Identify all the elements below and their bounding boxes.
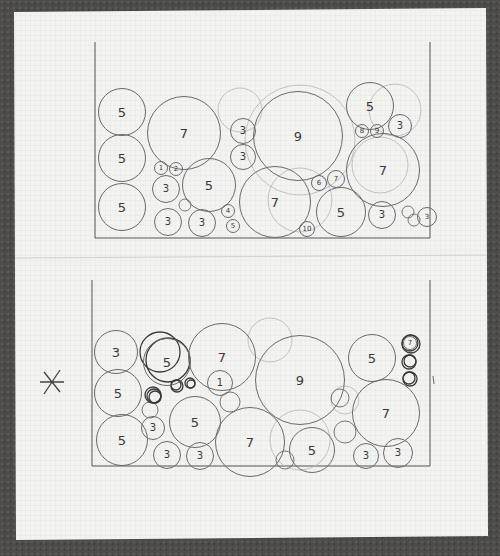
size-circle: 3 (186, 442, 214, 470)
size-circle: 8 (355, 124, 369, 138)
size-number: 3 (112, 346, 120, 359)
size-circle: 2 (169, 162, 183, 176)
size-number: 9 (294, 130, 302, 143)
size-circle: 5 (316, 187, 366, 237)
size-circle: 3 (368, 201, 396, 229)
size-number: 3 (397, 121, 403, 131)
size-circle: 5 (98, 88, 146, 136)
size-circle: 5 (96, 414, 148, 466)
size-number: 7 (379, 164, 387, 177)
size-number: 2 (174, 166, 178, 173)
size-circle: 1 (207, 370, 233, 396)
size-number: 8 (360, 128, 364, 135)
size-circle: 5 (346, 82, 394, 130)
size-circle: 5 (94, 369, 142, 417)
size-circle: 7 (239, 166, 311, 238)
size-circle: 5 (98, 183, 146, 231)
size-circle: 3 (152, 175, 180, 203)
size-number: 7 (218, 351, 226, 364)
size-number: 3 (363, 451, 369, 461)
size-circle: 5 (226, 219, 240, 233)
size-circle: 7 (352, 379, 420, 447)
size-number: 7 (382, 407, 390, 420)
size-number: 3 (165, 217, 171, 227)
size-circle: 3 (141, 416, 165, 440)
size-number: 3 (395, 448, 401, 458)
size-circle: 3 (153, 441, 181, 469)
size-number: 5 (118, 152, 126, 165)
size-circle: 7 (403, 336, 417, 350)
size-number: 5 (366, 100, 374, 113)
size-number: 3 (379, 210, 385, 220)
size-circle: 3 (388, 114, 412, 138)
size-number: 5 (118, 201, 126, 214)
size-number: 3 (425, 214, 429, 221)
size-circle: 5 (289, 427, 335, 473)
size-number: 4 (226, 208, 230, 215)
size-circle: 3 (383, 438, 413, 468)
size-circle: 3 (417, 207, 437, 227)
size-circle: 3 (94, 330, 138, 374)
size-number: 5 (337, 206, 345, 219)
size-number: 3 (150, 423, 156, 433)
size-circle: 9 (255, 335, 345, 425)
size-circle: 4 (221, 204, 235, 218)
size-circle: 3 (154, 208, 182, 236)
size-number: 3 (199, 218, 205, 228)
size-number: 7 (271, 196, 279, 209)
size-circle: 3 (188, 209, 216, 237)
size-number: 5 (118, 106, 126, 119)
size-circle: 7 (346, 133, 420, 207)
size-number: 5 (205, 179, 213, 192)
size-number: 1 (217, 378, 223, 388)
size-circle: 7 (327, 170, 345, 188)
size-number: 3 (240, 152, 246, 162)
size-circle: 3 (353, 443, 379, 469)
size-circle: 5 (143, 338, 191, 386)
size-circle: 10 (299, 221, 315, 237)
size-number: 7 (334, 176, 338, 183)
size-number: 5 (308, 444, 316, 457)
size-number: 5 (191, 416, 199, 429)
size-circle: 3 (230, 118, 256, 144)
size-circle: 5 (98, 134, 146, 182)
size-circle: 5 (169, 396, 221, 448)
size-number: 3 (164, 450, 170, 460)
size-number: 6 (317, 180, 321, 187)
size-number: 10 (303, 226, 312, 233)
size-number: 7 (180, 127, 188, 140)
size-circle: 6 (311, 175, 327, 191)
size-number: 3 (240, 126, 246, 136)
size-circle: 1 (154, 161, 168, 175)
size-number: 7 (246, 436, 254, 449)
size-circle: 7 (215, 407, 285, 477)
size-number: 5 (163, 356, 171, 369)
size-number: 3 (197, 451, 203, 461)
size-number: 7 (408, 340, 412, 347)
size-number: 5 (368, 352, 376, 365)
size-number: 1 (159, 165, 163, 172)
size-circle: 9 (370, 124, 384, 138)
size-circle: 9 (253, 91, 343, 181)
size-circle: 3 (230, 144, 256, 170)
size-number: 9 (296, 374, 304, 387)
size-circle: 5 (348, 334, 396, 382)
size-number: 5 (114, 387, 122, 400)
size-number: 3 (163, 184, 169, 194)
size-number: 5 (118, 434, 126, 447)
size-number: 5 (231, 223, 235, 230)
